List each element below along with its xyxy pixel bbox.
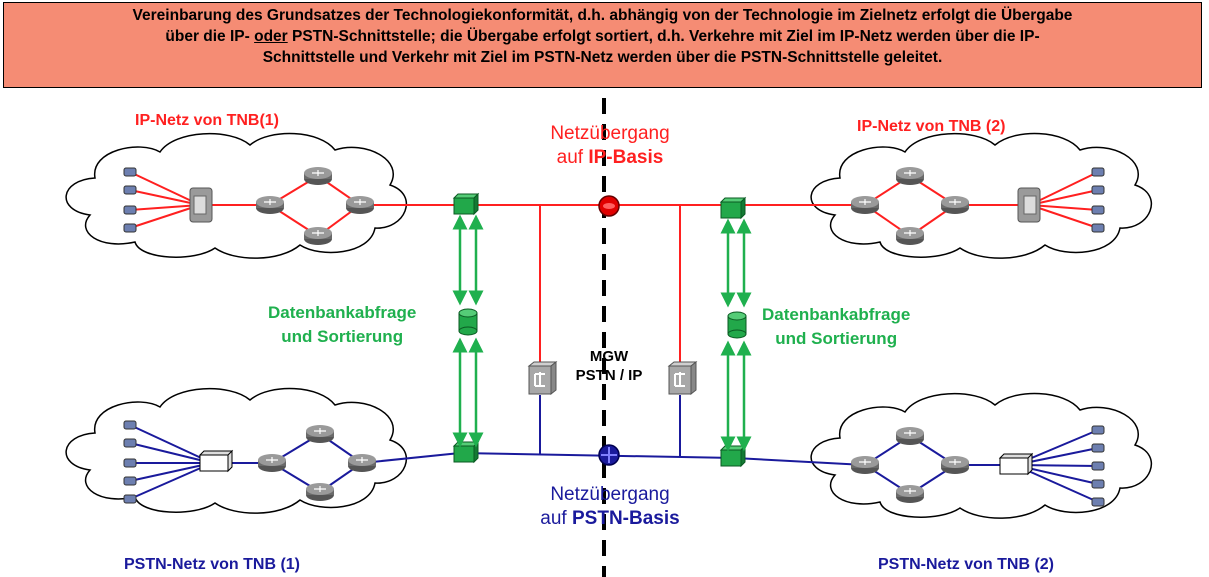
- label-db-query-left-line1: Datenbankabfrage: [268, 303, 417, 322]
- banner-line-2-pre: über die IP-: [165, 28, 255, 45]
- label-pstn-net-right: PSTN-Netz von TNB (2): [878, 556, 1054, 573]
- label-pstn-net-left: PSTN-Netz von TNB (1): [124, 556, 300, 573]
- label-db-query-right-line1: Datenbankabfrage: [762, 305, 911, 324]
- banner-line-2-post: PSTN-Schnittstelle; die Übergabe erfolgt…: [287, 28, 1040, 45]
- label-mgw-line2: PSTN / IP: [575, 367, 643, 384]
- label-db-query-right: Datenbankabfrage und Sortierung: [762, 303, 910, 351]
- label-ip-gateway-line2: auf IP-Basis: [520, 146, 700, 170]
- cloud-ip-left: [65, 132, 408, 259]
- banner-line-2-underlined: oder: [254, 28, 288, 45]
- label-pstn-gateway-bold: PSTN-Basis: [572, 508, 680, 529]
- label-mgw: MGW PSTN / IP: [566, 347, 652, 385]
- label-pstn-gateway-line1: Netzübergang: [550, 484, 670, 505]
- green-switch-icon: [453, 193, 479, 215]
- ip-interconnect-point: [598, 195, 620, 217]
- pstn-interconnect-point: [598, 444, 620, 466]
- banner-line-2: über die IP- oder PSTN-Schnittstelle; di…: [4, 26, 1201, 47]
- cloud-pstn-left: [65, 387, 408, 514]
- green-switch-icon: [720, 445, 746, 467]
- label-pstn-gateway-pre: auf: [540, 508, 572, 529]
- pstn-switch-icon: [998, 452, 1034, 476]
- label-ip-gateway: Netzübergang auf IP-Basis: [520, 122, 700, 170]
- label-ip-gateway-line1: Netzübergang: [550, 123, 670, 144]
- media-gateway-icon: [528, 361, 557, 395]
- green-switch-icon: [720, 197, 746, 219]
- softswitch-icon: [189, 187, 213, 223]
- green-switch-icon: [453, 441, 479, 463]
- database-icon: [727, 311, 747, 339]
- query-arrows: [452, 214, 752, 452]
- label-db-query-left-line2: und Sortierung: [281, 327, 404, 346]
- pstn-switch-icon: [198, 449, 234, 473]
- cloud-ip-right: [810, 132, 1153, 259]
- label-db-query-right-line2: und Sortierung: [775, 329, 898, 348]
- banner-line-3: Schnittstelle und Verkehr mit Ziel im PS…: [262, 49, 943, 66]
- label-ip-net-left: IP-Netz von TNB(1): [135, 112, 279, 129]
- label-mgw-line1: MGW: [589, 348, 629, 365]
- label-pstn-gateway-line2: auf PSTN-Basis: [520, 507, 700, 531]
- label-ip-gateway-bold: IP-Basis: [588, 147, 664, 168]
- media-gateway-icon: [668, 361, 697, 395]
- softswitch-icon: [1017, 187, 1041, 223]
- banner-line-1: Vereinbarung des Grundsatzes der Technol…: [132, 7, 1073, 24]
- label-ip-gateway-pre: auf: [556, 147, 589, 168]
- label-ip-net-right: IP-Netz von TNB (2): [857, 118, 1006, 135]
- label-db-query-left: Datenbankabfrage und Sortierung: [268, 301, 416, 349]
- label-pstn-gateway: Netzübergang auf PSTN-Basis: [520, 483, 700, 531]
- header-banner: Vereinbarung des Grundsatzes der Technol…: [3, 2, 1202, 88]
- database-icon: [458, 308, 478, 336]
